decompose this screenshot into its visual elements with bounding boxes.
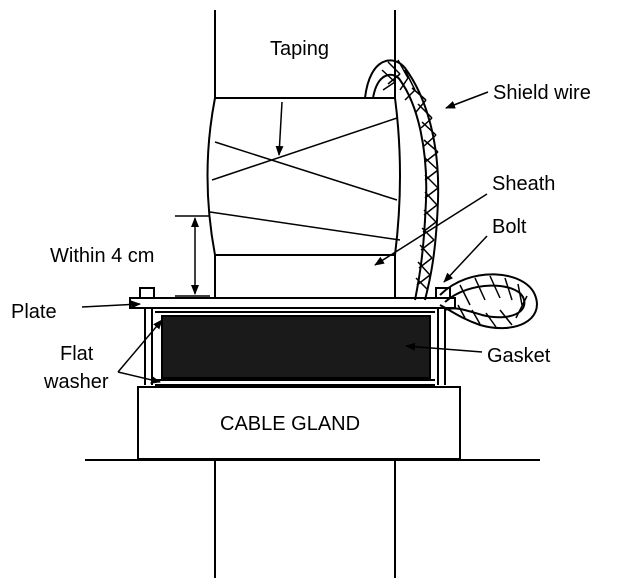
- gasket: [161, 315, 431, 379]
- label-plate: Plate: [11, 301, 57, 323]
- label-bolt: Bolt: [492, 216, 527, 238]
- taping-wrap: [206, 97, 401, 256]
- label-washer: washer: [43, 371, 109, 393]
- leader-lines: [81, 91, 489, 384]
- plate: [129, 297, 456, 309]
- dimension-within-4cm: [175, 215, 210, 297]
- flat-washers: [155, 311, 435, 386]
- bolt-left: [139, 287, 155, 385]
- bolt-right: [435, 287, 451, 385]
- shield-wire: [364, 59, 538, 330]
- label-taping: Taping: [270, 38, 329, 60]
- label-gasket: Gasket: [487, 345, 551, 367]
- cable-lower: [214, 460, 396, 578]
- sheath-arrow: [374, 193, 488, 266]
- gasket-arrow: [405, 342, 483, 353]
- cable-gland-body: [85, 386, 540, 461]
- washer-arrow-top: [117, 319, 163, 373]
- label-flat: Flat: [60, 343, 94, 365]
- label-sheath: Sheath: [492, 173, 555, 195]
- taping-arrow: [275, 101, 284, 156]
- plate-arrow: [81, 300, 141, 309]
- shield-wire-arrow: [445, 91, 489, 109]
- sheath-section: [214, 255, 396, 298]
- washer-arrow-bottom: [117, 371, 161, 384]
- label-within-4cm: Within 4 cm: [50, 245, 154, 267]
- label-shield-wire: Shield wire: [493, 82, 591, 104]
- label-cable-gland: CABLE GLAND: [220, 413, 360, 435]
- bolt-arrow: [443, 235, 488, 283]
- cable-upper: [214, 10, 396, 98]
